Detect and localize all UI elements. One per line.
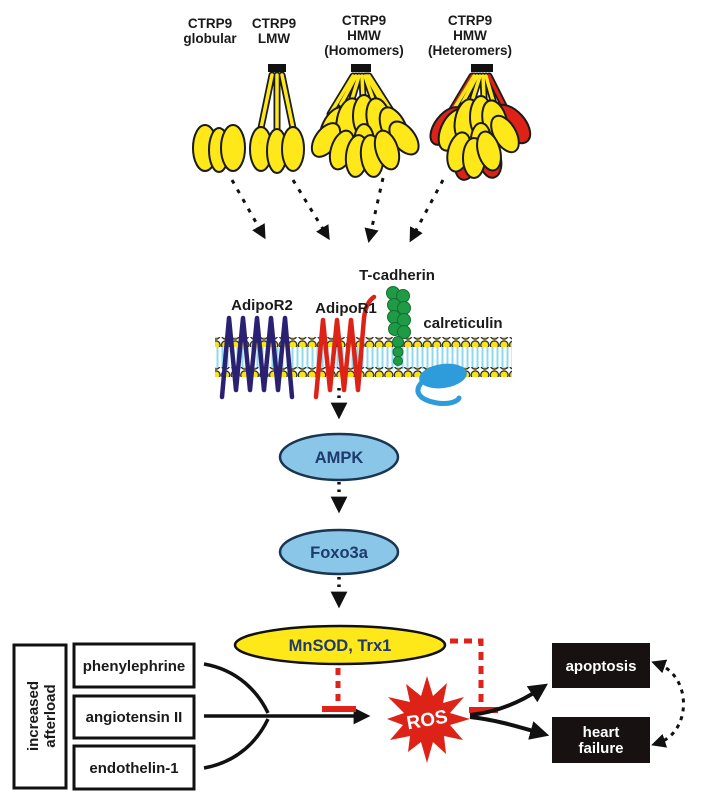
dashed-arrow-globular (230, 179, 266, 240)
ligand-to-receptor-arrows (230, 177, 445, 244)
increased-afterload-box (12, 643, 68, 790)
ctrp9-lmw-structure (249, 64, 305, 174)
label-ctrp9-heteromers-1: CTRP9 (448, 13, 492, 28)
heart-failure-box (552, 717, 650, 763)
adipor2-receptor (219, 315, 295, 400)
ros-output-arrows (469, 683, 550, 740)
adipor2-label: AdipoR2 (231, 297, 293, 314)
label-ctrp9-heteromers-3: (Heteromers) (428, 43, 512, 58)
increased-afterload-label-2: afterload (42, 684, 59, 747)
outcome-boxes: apoptosis heart failure (552, 643, 650, 763)
label-ctrp9-globular-1: CTRP9 (188, 16, 232, 31)
dashed-arrow-homomers (364, 177, 385, 244)
adipor1-receptor (313, 294, 377, 400)
label-ctrp9-homomers-1: CTRP9 (342, 13, 386, 28)
apoptosis-box (552, 643, 650, 688)
ampk-node: AMPK (278, 432, 400, 482)
endothelin-box (72, 744, 196, 791)
adipor1-label: AdipoR1 (315, 300, 377, 317)
angiotensin-label: angiotensin II (86, 709, 183, 726)
label-ctrp9-lmw-2: LMW (258, 31, 290, 46)
foxo3a-label: Foxo3a (310, 544, 369, 562)
ros-starburst (387, 676, 470, 763)
calreticulin-label: calreticulin (423, 315, 502, 332)
t-cadherin-receptor (386, 286, 411, 366)
dashed-arrow-heteromers (409, 179, 445, 243)
afterload-group: increased afterload phenylephrine angiot… (12, 642, 196, 791)
label-ctrp9-homomers-3: (Homomers) (324, 43, 404, 58)
ctrp9-hmw-heteromers-structure (429, 64, 532, 181)
mnsod-trx1-label: MnSOD, Trx1 (289, 637, 392, 655)
inhibition-dash-right (450, 638, 484, 703)
phenylephrine-box (72, 642, 196, 689)
lipid-heads-bottom (215, 367, 512, 377)
apoptosis-heartfailure-feedback-arc (651, 659, 685, 748)
label-ctrp9-lmw-1: CTRP9 (252, 16, 296, 31)
endothelin-label: endothelin-1 (89, 760, 178, 777)
arrow-ros-to-heart-failure (469, 715, 550, 740)
ampk-label: AMPK (315, 449, 364, 467)
label-ctrp9-homomers-2: HMW (347, 28, 381, 43)
ctrp9-hmw-homomers-structure (310, 64, 420, 178)
heart-failure-label-1: heart (583, 724, 620, 741)
arrow-ros-to-apoptosis (469, 683, 548, 717)
label-ctrp9-heteromers-2: HMW (453, 28, 487, 43)
ctrp9-globular-structure (192, 124, 246, 173)
angiotensin-box (72, 694, 196, 740)
stressor-merge-arrows (203, 662, 371, 770)
t-cadherin-label: T-cadherin (359, 267, 435, 284)
antioxidant-node: MnSOD, Trx1 (233, 624, 447, 666)
label-ctrp9-globular-2: globular (183, 31, 237, 46)
heart-failure-label-2: failure (578, 740, 623, 757)
ligand-labels: CTRP9 globular CTRP9 LMW CTRP9 HMW (Homo… (183, 13, 512, 58)
apoptosis-label: apoptosis (566, 658, 637, 675)
calreticulin-protein (415, 363, 467, 406)
phenylephrine-label: phenylephrine (83, 658, 186, 675)
dashed-arrow-lmw (291, 179, 330, 241)
ros-node: ROS (387, 676, 470, 763)
foxo3a-node: Foxo3a (278, 528, 400, 576)
increased-afterload-label-1: increased (25, 681, 42, 751)
